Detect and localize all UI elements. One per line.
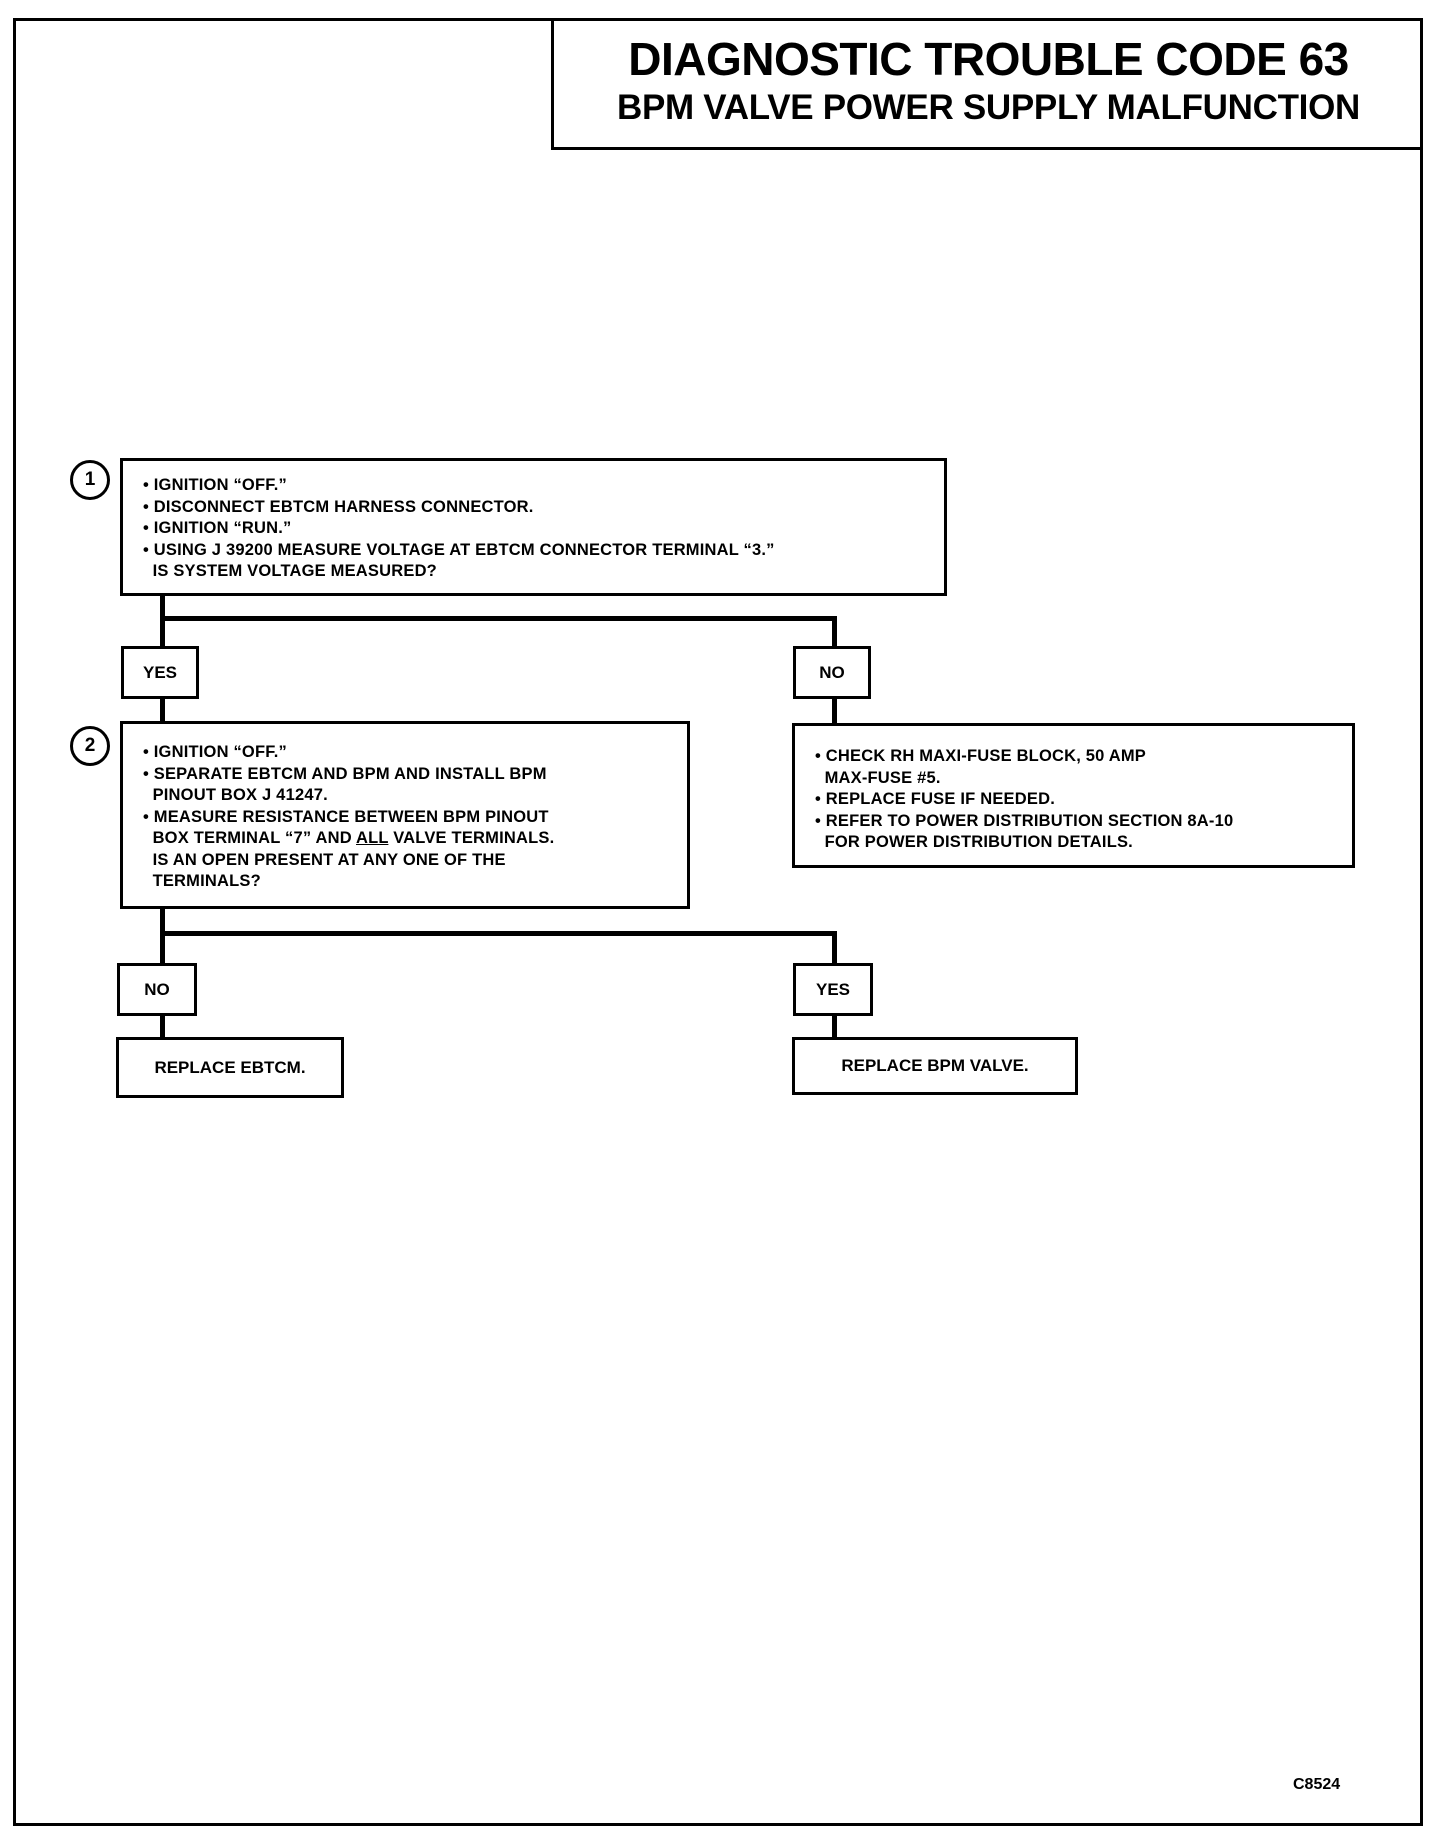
- figure-code: C8524: [1293, 1776, 1341, 1793]
- step-2-line: PINOUT BOX J 41247.: [143, 786, 328, 804]
- connector-step2-down: [160, 906, 165, 936]
- connector-no-to-ebtcm: [160, 1014, 165, 1040]
- connector-yes-to-step2: [160, 697, 165, 723]
- step-2-line: • SEPARATE EBTCM AND BPM AND INSTALL BPM: [143, 764, 547, 783]
- step-2-marker: 2: [70, 726, 110, 766]
- connector-step2-no: [160, 931, 165, 965]
- fuse-check-line: • REFER TO POWER DISTRIBUTION SECTION 8A…: [815, 811, 1234, 830]
- step-2-line: • IGNITION “OFF.”: [143, 743, 287, 761]
- replace-bpm-valve-box: REPLACE BPM VALVE.: [792, 1037, 1078, 1095]
- title-box: DIAGNOSTIC TROUBLE CODE 63 BPM VALVE POW…: [551, 18, 1423, 150]
- step-1-marker: 1: [70, 460, 110, 500]
- step-1-no-label: NO: [793, 646, 871, 699]
- page-frame: [13, 18, 1423, 1826]
- fuse-check-line: • REPLACE FUSE IF NEEDED.: [815, 790, 1055, 808]
- page-title: DIAGNOSTIC TROUBLE CODE 63: [628, 33, 1349, 85]
- connector-no-to-fuse: [832, 697, 837, 725]
- step-2-line-part: BOX TERMINAL “7” AND: [143, 829, 357, 847]
- step-2-yes-label: YES: [793, 963, 873, 1016]
- step-2-line-with-emphasis: BOX TERMINAL “7” AND ALL VALVE TERMINALS…: [143, 828, 555, 850]
- step-1-text: • IGNITION “OFF.” • DISCONNECT EBTCM HAR…: [143, 475, 775, 583]
- step-1-line: • IGNITION “OFF.”: [143, 476, 287, 494]
- step-2-line: • MEASURE RESISTANCE BETWEEN BPM PINOUT: [143, 807, 549, 826]
- step-2-text: • IGNITION “OFF.” • SEPARATE EBTCM AND B…: [143, 742, 554, 893]
- step-1-yes-label: YES: [121, 646, 199, 699]
- step-1-line: • DISCONNECT EBTCM HARNESS CONNECTOR.: [143, 497, 534, 516]
- connector-step1-horizontal: [160, 616, 837, 621]
- connector-step1-yes: [160, 616, 165, 648]
- connector-yes-to-bpm: [832, 1014, 837, 1040]
- connector-step1-down: [160, 592, 165, 616]
- fuse-check-line: MAX-FUSE #5.: [815, 768, 941, 787]
- page-subtitle: BPM VALVE POWER SUPPLY MALFUNCTION: [616, 88, 1360, 127]
- step-2-line: IS AN OPEN PRESENT AT ANY ONE OF THE: [143, 850, 506, 869]
- step-2-emphasis-all: ALL: [356, 829, 389, 847]
- replace-ebtcm-box: REPLACE EBTCM.: [116, 1037, 344, 1098]
- step-1-line: IS SYSTEM VOLTAGE MEASURED?: [143, 562, 437, 580]
- step-2-line: TERMINALS?: [143, 872, 261, 890]
- fuse-check-line: FOR POWER DISTRIBUTION DETAILS.: [815, 833, 1133, 851]
- connector-step2-yes: [832, 931, 837, 965]
- step-2-line-part: VALVE TERMINALS.: [388, 829, 555, 847]
- fuse-check-text: • CHECK RH MAXI-FUSE BLOCK, 50 AMP MAX-F…: [815, 746, 1233, 854]
- step-1-line: • USING J 39200 MEASURE VOLTAGE AT EBTCM…: [143, 540, 775, 559]
- fuse-check-line: • CHECK RH MAXI-FUSE BLOCK, 50 AMP: [815, 747, 1146, 765]
- step-1-box: • IGNITION “OFF.” • DISCONNECT EBTCM HAR…: [120, 458, 947, 596]
- connector-step2-horizontal: [160, 931, 837, 936]
- fuse-check-box: • CHECK RH MAXI-FUSE BLOCK, 50 AMP MAX-F…: [792, 723, 1355, 868]
- step-2-box: • IGNITION “OFF.” • SEPARATE EBTCM AND B…: [120, 721, 690, 909]
- connector-step1-no: [832, 616, 837, 648]
- step-2-no-label: NO: [117, 963, 197, 1016]
- step-1-line: • IGNITION “RUN.”: [143, 519, 292, 537]
